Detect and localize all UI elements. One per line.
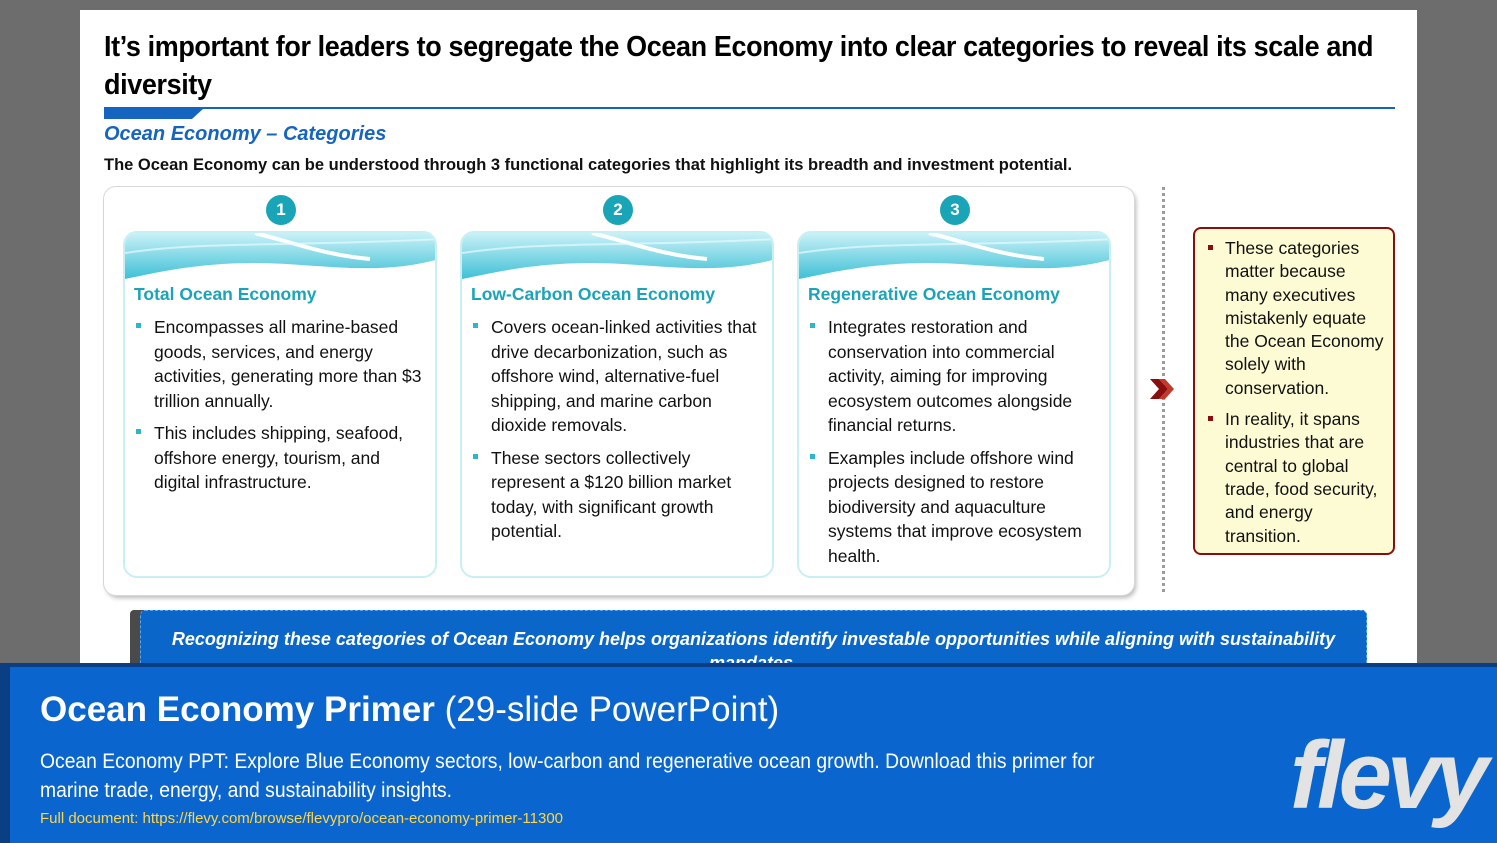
title-rule [104,107,1395,109]
card-bullet-list: Covers ocean-linked activities that driv… [471,315,767,552]
list-item: Encompasses all marine-based goods, serv… [134,315,430,413]
lead-text: The Ocean Economy can be understood thro… [104,156,1073,174]
section-subtitle: Ocean Economy – Categories [104,123,387,145]
banner-description: Ocean Economy PPT: Explore Blue Economy … [40,750,1095,802]
full-document-link[interactable]: Full document: https://flevy.com/browse/… [40,810,564,827]
card-title: Low-Carbon Ocean Economy [471,284,716,304]
categories-panel: 1 Total Ocean Economy Encompasses all ma… [104,187,1134,595]
insight-note-box: These categories matter because many exe… [1193,227,1395,555]
wave-header-icon [462,233,772,279]
banner-left-edge [0,663,10,843]
banner-title-bold: Ocean Economy Primer [40,690,435,729]
list-item: These sectors collectively represent a $… [471,446,767,544]
callout-box [140,610,1367,663]
list-item: Integrates restoration and conservation … [808,315,1104,438]
category-number-3: 3 [940,195,970,225]
flevy-logo[interactable]: flevy [1290,722,1489,829]
callout-text: Recognizing these categories of Ocean Ec… [171,629,1336,663]
card-bullet-list: Integrates restoration and conservation … [808,315,1104,576]
banner-title: Ocean Economy Primer (29-slide PowerPoin… [40,690,779,730]
list-item: Examples include offshore wind projects … [808,446,1104,569]
note-bullet-list: These categories matter because many exe… [1206,237,1387,548]
category-card-total: Total Ocean Economy Encompasses all mari… [123,231,437,578]
banner-title-rest: (29-slide PowerPoint) [434,690,780,729]
category-number-1: 1 [266,195,296,225]
slide: It’s important for leaders to segregate … [80,10,1417,663]
slide-title: It’s important for leaders to segregate … [104,31,1374,101]
category-card-low-carbon: Low-Carbon Ocean Economy Covers ocean-li… [460,231,774,578]
card-title: Total Ocean Economy [134,284,317,304]
list-item: These categories matter because many exe… [1206,237,1387,400]
card-bullet-list: Encompasses all marine-based goods, serv… [134,315,430,503]
category-number-2: 2 [603,195,633,225]
title-accent-tab [104,108,204,119]
wave-header-icon [125,233,435,279]
list-item: Covers ocean-linked activities that driv… [471,315,767,438]
list-item: This includes shipping, seafood, offshor… [134,421,430,495]
card-title: Regenerative Ocean Economy [808,284,1060,304]
list-item: In reality, it spans industries that are… [1206,408,1387,548]
chevron-right-icon [1150,379,1174,399]
category-card-regenerative: Regenerative Ocean Economy Integrates re… [797,231,1111,578]
banner-top-border [0,663,1497,667]
promo-banner [0,663,1497,843]
wave-header-icon [799,233,1109,279]
